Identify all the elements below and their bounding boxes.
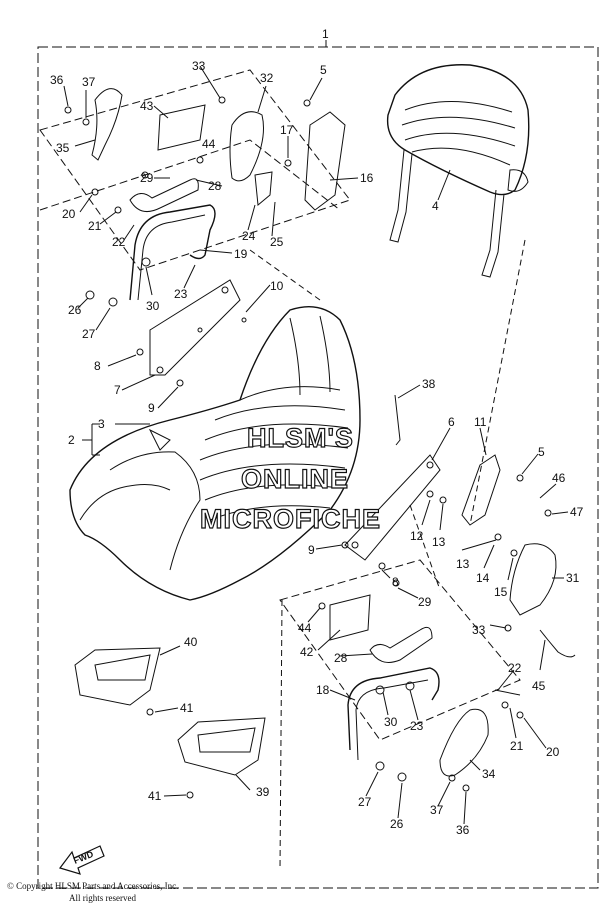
callout-9: 9 — [148, 401, 155, 415]
right-cover-31 — [509, 543, 557, 616]
callout-29: 29 — [140, 171, 154, 185]
copyright-notice: © Copyright HLSM Parts and Accessories, … — [7, 880, 178, 904]
callout-35: 35 — [56, 141, 70, 155]
callout-36: 36 — [50, 73, 64, 87]
callout-32: 32 — [260, 71, 274, 85]
callout-16: 16 — [360, 171, 374, 185]
callout-33: 33 — [192, 59, 206, 73]
callout-14: 14 — [476, 571, 490, 585]
callout-27: 27 — [82, 327, 96, 341]
callout-9b: 9 — [308, 543, 315, 557]
right-bracket-plate — [344, 454, 441, 561]
right-grab-rail — [347, 667, 440, 751]
subassembly-plane-top — [39, 69, 351, 271]
watermark: HLSM'S ONLINE MICROFICHE — [199, 422, 381, 534]
callout-labels: 36 37 35 43 44 33 32 5 17 16 4 29 28 20 … — [50, 59, 584, 837]
callout-6: 6 — [448, 415, 455, 429]
callout-20: 20 — [62, 207, 76, 221]
grip-34 — [439, 708, 489, 777]
callout-17: 17 — [280, 123, 294, 137]
callout-18: 18 — [316, 683, 330, 697]
callout-8b: 8 — [392, 575, 399, 589]
callout-3: 3 — [98, 417, 105, 431]
watermark-line-1: HLSM'S — [247, 423, 354, 453]
callout-37b: 37 — [430, 803, 444, 817]
left-bracket-plate — [149, 279, 241, 376]
callout-4: 4 — [432, 199, 439, 213]
callout-15: 15 — [494, 585, 508, 599]
right-bracket-11 — [461, 454, 501, 526]
callout-13b: 13 — [456, 557, 470, 571]
callout-34: 34 — [482, 767, 496, 781]
callout-1: 1 — [322, 27, 329, 41]
construction-lines — [249, 239, 526, 871]
callout-37: 37 — [82, 75, 96, 89]
callout-40: 40 — [184, 635, 198, 649]
callout-27b: 27 — [358, 795, 372, 809]
callout-30: 30 — [146, 299, 160, 313]
bracket-16 — [304, 111, 346, 211]
callout-10: 10 — [270, 279, 284, 293]
callout-11: 11 — [474, 415, 487, 429]
callout-30b: 30 — [384, 715, 398, 729]
callout-19: 19 — [234, 247, 248, 261]
callout-26: 26 — [68, 303, 82, 317]
clip-24 — [254, 171, 273, 206]
callout-45: 45 — [532, 679, 546, 693]
callout-38: 38 — [422, 377, 436, 391]
callout-25: 25 — [270, 235, 284, 249]
callout-44b: 44 — [298, 621, 312, 635]
mount-plate-42 — [329, 594, 371, 641]
callout-41b: 41 — [148, 789, 162, 803]
callout-36b: 36 — [456, 823, 470, 837]
callout-28: 28 — [208, 179, 222, 193]
callout-21: 21 — [88, 219, 102, 233]
footpad-40 — [74, 647, 161, 706]
mount-plate-43 — [157, 104, 206, 151]
callout-33b: 33 — [472, 623, 486, 637]
watermark-line-2: ONLINE — [241, 464, 349, 494]
callout-26b: 26 — [390, 817, 404, 831]
callout-20b: 20 — [546, 745, 560, 759]
callout-5b: 5 — [538, 445, 545, 459]
fwd-arrow-icon — [59, 845, 105, 875]
bracket-32 — [229, 111, 264, 182]
callout-23b: 23 — [410, 719, 424, 733]
leader-lines — [63, 65, 569, 825]
backrest-pad — [386, 64, 530, 278]
callout-46: 46 — [552, 471, 566, 485]
callout-22: 22 — [112, 235, 126, 249]
callout-13: 13 — [432, 535, 446, 549]
callout-8: 8 — [94, 359, 101, 373]
callout-44: 44 — [202, 137, 216, 151]
callout-12: 12 — [410, 529, 424, 543]
callout-31: 31 — [566, 571, 580, 585]
callout-5: 5 — [320, 63, 327, 77]
callout-2: 2 — [68, 433, 75, 447]
subassembly-plane-bottom — [279, 559, 521, 741]
callout-23: 23 — [174, 287, 188, 301]
callout-29b: 29 — [418, 595, 432, 609]
left-grab-rail — [129, 204, 216, 301]
callout-41: 41 — [180, 701, 194, 715]
callout-24: 24 — [242, 229, 256, 243]
seat-assembly — [69, 306, 361, 601]
callout-28b: 28 — [334, 651, 348, 665]
assembly-boundary — [37, 46, 599, 889]
callout-22b: 22 — [508, 661, 522, 675]
callout-39: 39 — [256, 785, 270, 799]
callout-21b: 21 — [510, 739, 524, 753]
copyright-line-2: All rights reserved — [69, 893, 136, 903]
callout-43: 43 — [140, 99, 154, 113]
watermark-line-3: MICROFICHE — [200, 504, 381, 534]
copyright-line-1: © Copyright HLSM Parts and Accessories, … — [7, 881, 179, 891]
hinge-28-right — [369, 626, 433, 663]
callout-42: 42 — [300, 645, 314, 659]
side-trim — [91, 88, 123, 161]
footpad-39 — [177, 717, 266, 776]
callout-47: 47 — [570, 505, 584, 519]
callout-7: 7 — [114, 383, 121, 397]
